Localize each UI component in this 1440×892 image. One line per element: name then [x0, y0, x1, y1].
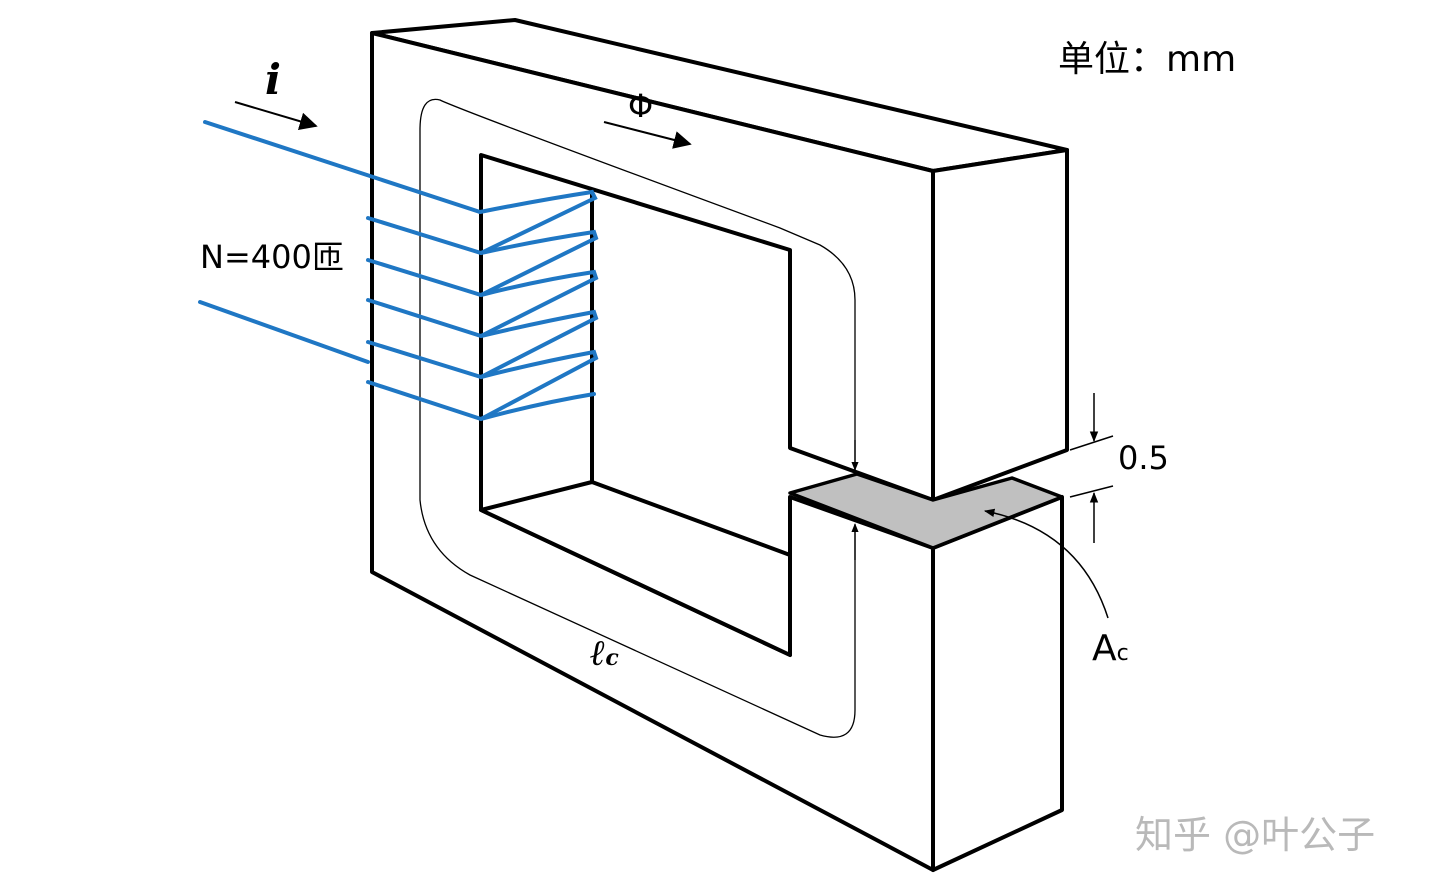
- flux-label: Φ: [628, 87, 653, 125]
- flux-arrow: [603, 121, 692, 149]
- watermark: 知乎 @叶公子: [1135, 813, 1375, 857]
- coil-turn-2: [366, 229, 599, 298]
- core-front-face: [370, 31, 935, 872]
- current-label: i: [265, 55, 281, 104]
- path-length-label: ℓc: [590, 632, 619, 674]
- coil-turn-6: [479, 392, 596, 421]
- core-window-bottom-depth: [479, 480, 792, 657]
- area-leader-line: [983, 508, 1109, 619]
- core: [370, 18, 1069, 872]
- area-label: Ac: [1092, 628, 1129, 669]
- air-gap-face: [788, 472, 1064, 550]
- coil-turn-4: [366, 309, 599, 380]
- coil-lead-in: [203, 120, 482, 214]
- coil: [198, 120, 599, 422]
- core-side-face-upper: [931, 148, 1069, 502]
- mean-path-line: [419, 98, 856, 738]
- coil-turn-3: [366, 269, 599, 339]
- current-arrow: [234, 101, 318, 131]
- coil-turn-5: [366, 349, 599, 422]
- coil-lead-out: [198, 300, 370, 364]
- gap-value-label: 0.5: [1118, 439, 1169, 477]
- gap-dimension: [1069, 393, 1114, 543]
- unit-label: 单位：mm: [1058, 39, 1236, 80]
- coil-turn-1: [366, 189, 598, 256]
- core-side-face-lower: [931, 495, 1064, 872]
- turns-label: N=400匝: [200, 238, 344, 276]
